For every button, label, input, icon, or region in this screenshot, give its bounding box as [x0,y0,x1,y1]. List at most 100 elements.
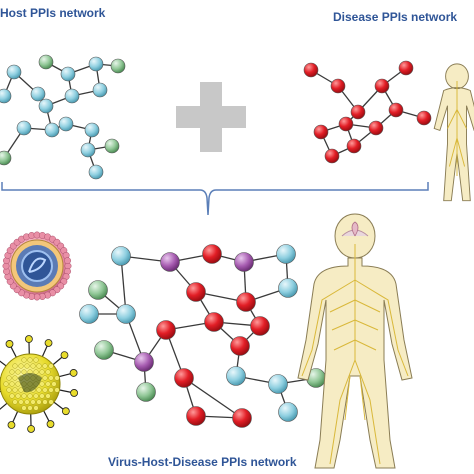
host-protein-node [30,86,46,102]
disease-protein-node [350,104,366,120]
capsid-subunit [18,363,24,369]
capsid-subunit [21,357,27,363]
host-protein-node [116,304,136,324]
disease-protein-node [313,124,329,140]
capsid-subunit [12,363,18,369]
host-protein-node [44,122,60,138]
disease-protein-node [174,368,194,388]
disease-protein-node [186,406,206,426]
capsid-subunit [39,393,45,399]
capsid-subunit [6,375,12,381]
capsid-subunit [48,399,54,405]
disease-protein-node [398,60,414,76]
host-protein-node [278,402,298,422]
disease-protein-node [236,292,256,312]
disease-protein-node [368,120,384,136]
host-protein-node [16,120,32,136]
capsid-subunit [9,381,15,387]
disease-protein-node [303,62,319,78]
hub-protein-node [234,252,254,272]
viral-protein-node [0,150,12,166]
viral-protein-node [38,54,54,70]
capsid-subunit [9,393,15,399]
capsid-subunit [21,393,27,399]
host-protein-node [278,278,298,298]
disease-network-title: Disease PPIs network [333,10,458,24]
capsid-subunit [51,381,57,387]
capsid-subunit [54,387,60,393]
hub-protein-node [160,252,180,272]
host-protein-node [80,142,96,158]
capsid-subunit [48,375,54,381]
disease-protein-node [374,78,390,94]
capsid-subunit [30,399,36,405]
virus-fiber-knob [61,407,70,416]
merge-bracket [1,182,429,216]
host-protein-node [64,88,80,104]
capsid-subunit [42,363,48,369]
host-protein-node [88,56,104,72]
disease-protein-node [204,312,224,332]
disease-protein-node [346,138,362,154]
virus-fiber-knob [25,335,33,343]
disease-protein-node [388,102,404,118]
viral-protein-node [104,138,120,154]
capsid-subunit [6,387,12,393]
interaction-edge [183,377,243,419]
capsid-subunit [12,375,18,381]
capsid-subunit [27,405,33,411]
capsid-subunit [54,375,60,381]
capsid-subunit [39,381,45,387]
host-protein-node [276,244,296,264]
disease-protein-node [338,116,354,132]
disease-protein-node [202,244,222,264]
virus-fiber-knob [5,340,14,348]
capsid-subunit [12,387,18,393]
disease-protein-node [232,408,252,428]
capsid-subunit [42,399,48,405]
virus-fiber-knob [7,421,16,429]
virus-host-disease-network-title: Virus-Host-Disease PPIs network [108,455,297,469]
herpesvirus-icon [2,231,72,301]
capsid-subunit [42,387,48,393]
capsid-subunit [33,357,39,363]
human-body-icon [433,63,474,202]
adenovirus-icon [0,335,79,433]
virus-fiber-knob [60,351,69,359]
host-protein-node [58,116,74,132]
viral-protein-node [88,280,108,300]
disease-protein-node [186,282,206,302]
capsid-subunit [45,393,51,399]
capsid-subunit [9,369,15,375]
capsid-subunit [21,405,27,411]
capsid-subunit [15,393,21,399]
capsid-subunit [12,399,18,405]
capsid-subunit [45,381,51,387]
virus-fiber-knob [70,389,79,397]
capsid-subunit [48,363,54,369]
capsid-subunit [27,393,33,399]
host-protein-node [38,98,54,114]
capsid-subunit [33,405,39,411]
virus-glycoprotein [64,257,71,265]
virus-host-disease-network [79,244,326,428]
host-protein-node [111,246,131,266]
host-protein-node [92,82,108,98]
capsid-subunit [18,399,24,405]
capsid-subunit [42,375,48,381]
capsid-subunit [3,381,9,387]
disease-protein-node [330,78,346,94]
nervous-system-icon [297,213,413,469]
capsid-subunit [27,357,33,363]
host-protein-node [88,164,104,180]
capsid-subunit [33,393,39,399]
viral-protein-node [136,382,156,402]
host-protein-node [79,304,99,324]
capsid-subunit [36,363,42,369]
virus-host-network [0,54,126,180]
capsid-subunit [36,387,42,393]
host-protein-node [0,88,12,104]
capsid-subunit [30,363,36,369]
hub-protein-node [134,352,154,372]
